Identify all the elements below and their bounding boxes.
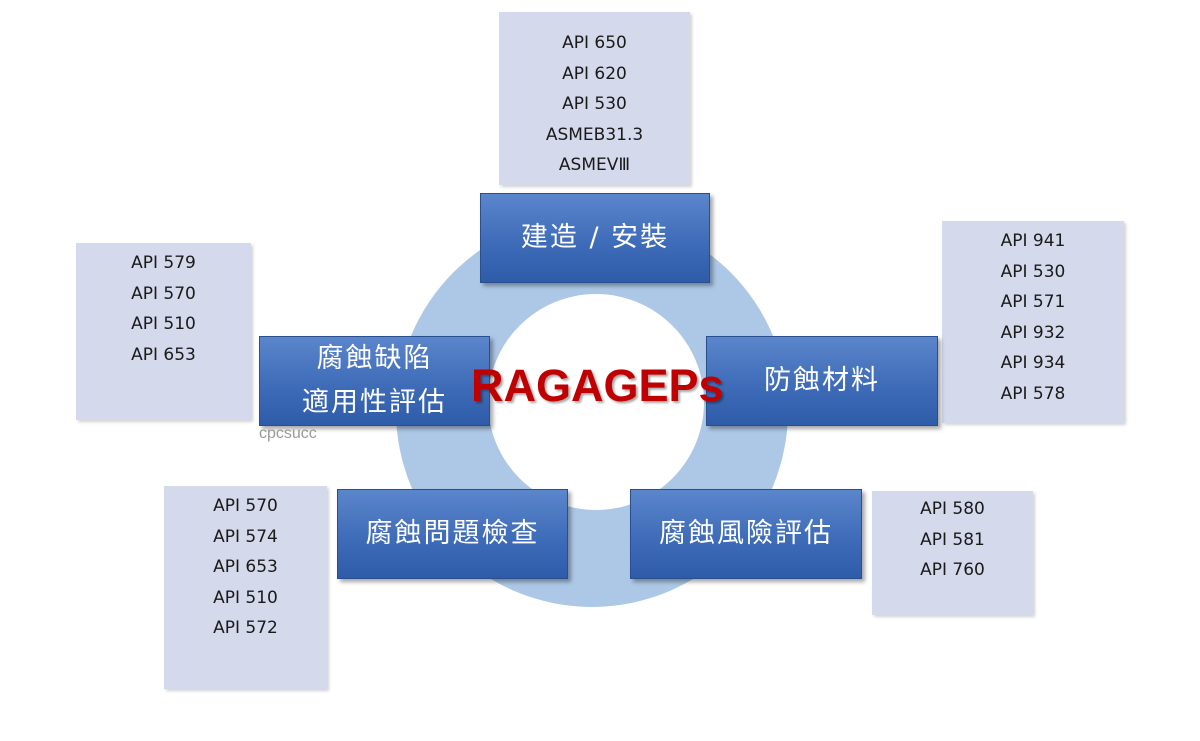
standard-item: API 650 bbox=[562, 33, 627, 53]
category-fitness-for-service: 腐蝕缺陷 適用性評估 bbox=[259, 336, 490, 426]
standard-item: API 620 bbox=[562, 63, 627, 84]
standard-item: API 934 bbox=[1000, 353, 1066, 374]
standard-item: API 932 bbox=[1000, 322, 1066, 343]
watermark-text: cpcsucc bbox=[259, 425, 317, 442]
standard-item: API 653 bbox=[131, 344, 196, 365]
standards-box-construction: API 650 API 620 API 530 ASMEB31.3 ASMEVⅢ bbox=[499, 12, 690, 185]
standard-item: API 510 bbox=[213, 587, 278, 608]
standard-item: API 574 bbox=[213, 526, 278, 547]
standard-item: API 760 bbox=[920, 560, 985, 581]
standard-item: ASMEB31.3 bbox=[545, 124, 644, 145]
standard-item: API 578 bbox=[1000, 383, 1066, 404]
category-corrosion-inspection: 腐蝕問題檢查 bbox=[337, 489, 568, 579]
category-label: 腐蝕問題檢查 bbox=[365, 518, 540, 549]
standards-box-anticorrosion-materials: API 941 API 530 API 571 API 932 API 934 … bbox=[942, 221, 1124, 423]
standard-item: API 510 bbox=[131, 314, 196, 335]
standard-item: API 580 bbox=[920, 499, 985, 519]
standards-box-corrosion-risk-assessment: API 580 API 581 API 760 bbox=[872, 491, 1033, 615]
standard-item: API 530 bbox=[562, 94, 627, 115]
category-corrosion-risk-assessment: 腐蝕風險評估 bbox=[630, 489, 862, 579]
standard-item: API 530 bbox=[1000, 261, 1066, 282]
standard-item: API 653 bbox=[213, 557, 278, 578]
standard-item: API 570 bbox=[131, 283, 196, 304]
standards-box-fitness-for-service: API 579 API 570 API 510 API 653 bbox=[76, 243, 251, 420]
category-label: 防蝕材料 bbox=[764, 365, 880, 396]
standard-item: ASMEVⅢ bbox=[558, 155, 631, 176]
standard-item: API 579 bbox=[131, 253, 196, 273]
standards-box-corrosion-inspection: API 570 API 574 API 653 API 510 API 572 bbox=[164, 486, 327, 689]
standard-item: API 572 bbox=[213, 618, 278, 639]
standard-item: API 570 bbox=[213, 496, 278, 516]
center-ring-hole bbox=[488, 294, 704, 510]
category-label: 適用性評估 bbox=[302, 387, 447, 418]
category-anticorrosion-materials: 防蝕材料 bbox=[706, 336, 938, 426]
category-construction: 建造 / 安裝 bbox=[480, 193, 710, 283]
standard-item: API 581 bbox=[920, 529, 985, 550]
standard-item: API 571 bbox=[1000, 292, 1066, 313]
category-label: 腐蝕風險評估 bbox=[659, 518, 833, 549]
standard-item: API 941 bbox=[1000, 231, 1066, 251]
category-label: 腐蝕缺陷 bbox=[316, 343, 433, 374]
diagram-title: RAGAGEPs bbox=[471, 360, 724, 411]
category-label: 建造 / 安裝 bbox=[520, 222, 670, 253]
